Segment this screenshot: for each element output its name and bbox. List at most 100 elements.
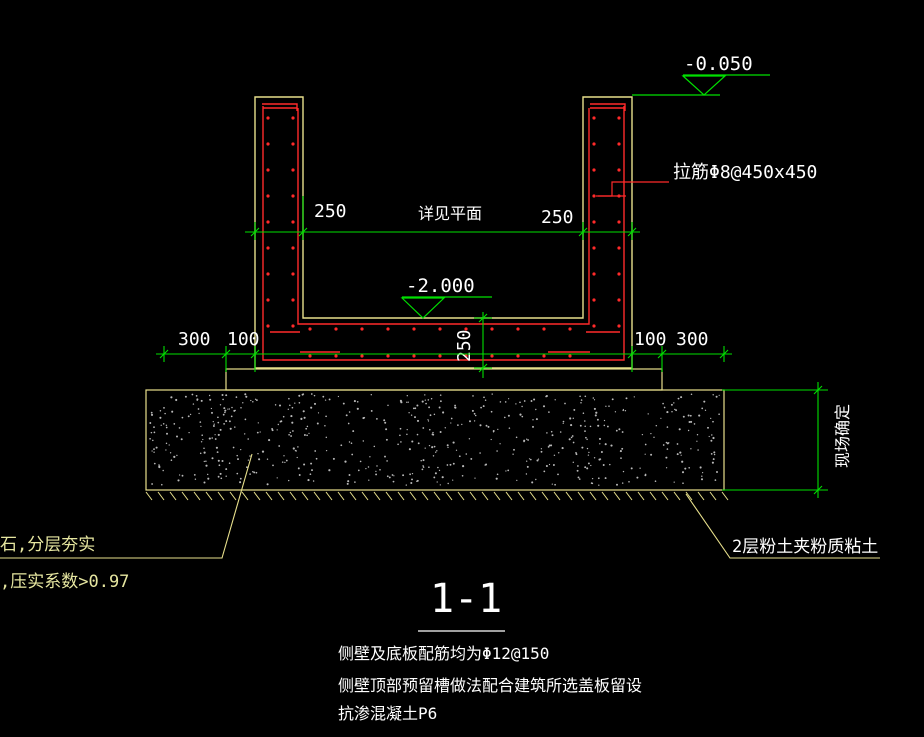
gravel-dot (422, 427, 425, 429)
gravel-dot (158, 466, 161, 469)
gravel-dot (430, 398, 433, 400)
gravel-dot (698, 414, 701, 417)
gravel-dot (212, 420, 214, 423)
gravel-dot (678, 428, 681, 431)
gravel-dot (171, 410, 174, 413)
gravel-dot (402, 474, 405, 477)
gravel-dot (350, 442, 353, 444)
gravel-dot (422, 459, 425, 462)
gravel-dot (608, 405, 610, 407)
gravel-dot (462, 465, 465, 468)
gravel-dot (150, 411, 153, 414)
gravel-dot (552, 464, 555, 466)
gravel-dot (308, 432, 310, 434)
ground-hatch-tick (277, 491, 285, 501)
gravel-dot (324, 399, 327, 401)
gravel-dot (523, 400, 526, 402)
rebar-dot (412, 327, 416, 331)
rebar-dot (360, 327, 364, 331)
gravel-dot (598, 437, 602, 440)
gravel-dot (344, 460, 347, 463)
rebar-dot (568, 354, 572, 358)
rebar-dot (308, 327, 312, 331)
gravel-dot (535, 478, 537, 481)
gravel-dot (325, 436, 328, 439)
gravel-dot (225, 394, 228, 397)
gravel-dot (288, 397, 290, 400)
gravel-dot (446, 444, 449, 447)
gravel-dot (499, 401, 502, 403)
ground-hatch-tick (217, 491, 225, 501)
rebar-dot (291, 220, 295, 224)
gravel-dot (553, 454, 556, 457)
gravel-dot (178, 474, 181, 476)
gravel-dot (199, 421, 202, 423)
gravel-dot (200, 441, 203, 443)
gravel-dot (595, 411, 598, 414)
gravel-dot (696, 434, 699, 436)
gravel-dot (447, 446, 449, 449)
gravel-dot (300, 417, 303, 420)
gravel-dot (337, 395, 340, 398)
gravel-dot (169, 452, 172, 454)
gravel-dot (256, 431, 259, 434)
gravel-dot (548, 444, 551, 447)
gravel-dot (505, 470, 507, 472)
rebar-cage (262, 103, 626, 361)
gravel-dot (187, 415, 190, 418)
gravel-dot (245, 395, 248, 398)
gravel-dot (666, 442, 669, 445)
gravel-dot (393, 475, 395, 477)
gravel-dot (470, 457, 473, 460)
gravel-dot (690, 420, 693, 423)
ground-hatch-tick (265, 491, 273, 501)
gravel-dot (521, 405, 523, 408)
gravel-dot (200, 425, 202, 428)
gravel-dot (655, 424, 658, 427)
gravel-dot (533, 398, 536, 401)
gravel-dot (348, 441, 351, 443)
gravel-dot (387, 404, 389, 407)
gravel-dot (244, 393, 247, 396)
rebar-dot (592, 324, 596, 328)
rebar-dot (592, 220, 596, 224)
rebar-dot (617, 324, 621, 328)
ground-hatch-tick (145, 491, 153, 501)
ground-hatch-tick (397, 491, 405, 501)
ground-hatch-tick (553, 491, 561, 501)
gravel-dot (484, 399, 487, 402)
gravel-dot (150, 413, 154, 416)
gravel-dot (461, 474, 464, 477)
gravel-dot (224, 411, 226, 414)
gravel-dot (708, 435, 710, 438)
gravel-dot (468, 438, 471, 440)
rebar-dot (334, 327, 338, 331)
dimension-line-walls (245, 196, 640, 240)
gravel-dot (628, 481, 630, 483)
gravel-dot (400, 441, 402, 443)
gravel-dot (427, 419, 429, 421)
gravel-dot (184, 395, 187, 398)
gravel-dot (636, 476, 639, 479)
gravel-dot (173, 455, 176, 458)
ground-hatch-tick (493, 491, 501, 501)
gravel-dot (150, 431, 153, 434)
gravel-dot (515, 436, 518, 439)
gravel-dot (296, 456, 298, 459)
gravel-dot (197, 408, 200, 410)
gravel-dot (153, 426, 155, 428)
gravel-dot (239, 481, 242, 484)
rebar-dot (291, 142, 295, 146)
gravel-dot (408, 412, 410, 414)
gravel-dot (491, 393, 493, 395)
gravel-dot (479, 452, 481, 454)
gravel-dot (322, 395, 325, 398)
gravel-dot (584, 395, 587, 398)
gravel-dot (673, 481, 675, 483)
gravel-dot (589, 425, 592, 428)
gravel-dot (662, 444, 665, 446)
gravel-dot (386, 460, 388, 462)
gravel-dot (666, 426, 669, 428)
gravel-dot (598, 458, 601, 461)
